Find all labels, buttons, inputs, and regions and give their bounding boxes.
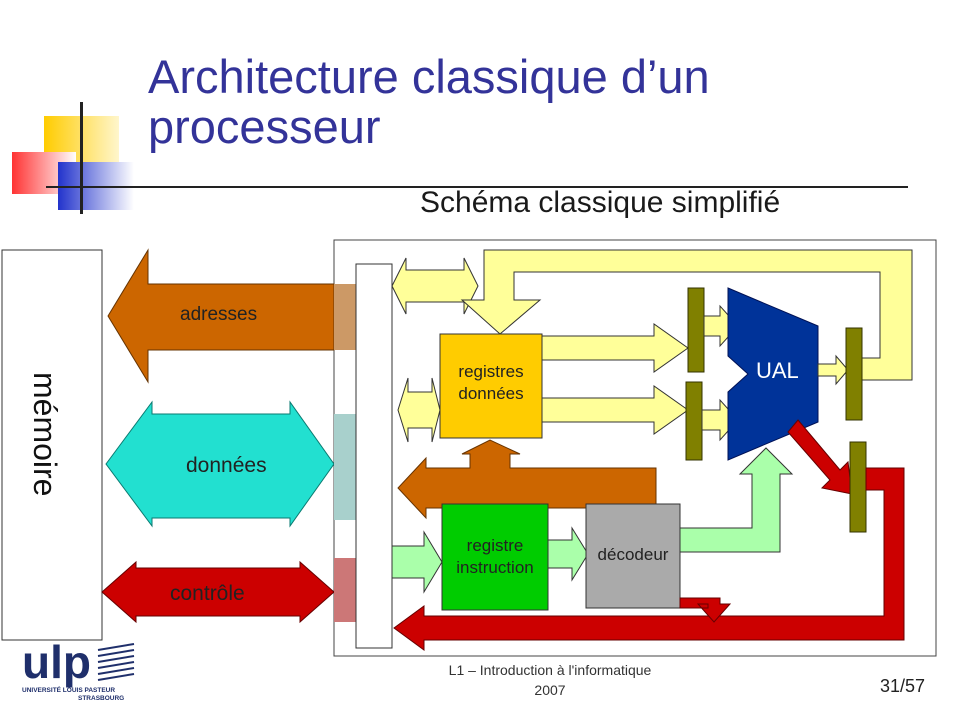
internal-bus [355, 263, 393, 649]
page-number: 31/57 [880, 676, 926, 696]
diagram-subtitle: Schéma classique simplifié [420, 186, 781, 219]
instruction-input-arrow [391, 530, 443, 594]
decoder-input-arrow [547, 526, 589, 582]
footer-course-year: 2007 [534, 682, 566, 698]
register-double-arrow [397, 377, 441, 443]
address-bus-label: adresses [180, 304, 257, 325]
decoder-label: décodeur [598, 545, 669, 564]
memory-label: mémoire [27, 372, 63, 496]
footer-course-title: L1 – Introduction à l'informatique [448, 662, 652, 678]
logo-line-2: STRASBOURG [78, 695, 124, 702]
data-bus-label: données [186, 454, 267, 477]
decoder-control-arrow [679, 597, 732, 623]
data-registers-label-2: données [458, 384, 523, 403]
alu-input-latch-1 [687, 287, 705, 373]
control-interface [334, 558, 356, 622]
instruction-register-label-2: instruction [456, 558, 533, 577]
title-underline [46, 186, 908, 188]
alu-input-latch-2 [685, 381, 703, 461]
ulp-logo: ulp UNIVERSITÉ LOUIS PASTEUR STRASBOURG [22, 636, 135, 702]
alu-output-latch [845, 327, 863, 421]
control-bus-label: contrôle [170, 582, 245, 605]
instruction-register-label-1: registre [467, 536, 524, 555]
control-return-arrow [393, 467, 905, 651]
decor-vertical-line [80, 102, 83, 214]
footer-course: L1 – Introduction à l'informatique 2007 [380, 660, 720, 700]
alu-shape [727, 287, 819, 461]
feedback-loop-arrow [460, 249, 913, 381]
alu-label: UAL [756, 358, 799, 383]
register-output-arrow-2 [541, 385, 689, 435]
instruction-register-box [441, 503, 549, 611]
logo-line-1: UNIVERSITÉ LOUIS PASTEUR [22, 685, 115, 694]
status-latch [849, 441, 867, 533]
address-interface [334, 284, 356, 350]
data-interface [334, 414, 356, 520]
alu-output-arrow [817, 354, 849, 386]
slide-title: Architecture classique d’un processeur [148, 50, 710, 153]
data-registers-box [439, 333, 543, 439]
alu-status-arrow [787, 419, 853, 495]
register-output-arrow-1 [541, 323, 689, 373]
decoder-box [585, 503, 681, 609]
data-registers-label-1: registres [458, 362, 523, 381]
decoder-alu-control-arrow [679, 447, 794, 553]
memory-box [1, 249, 103, 641]
logo-name: ulp [22, 636, 91, 688]
logo-grid-icon [97, 643, 135, 681]
top-double-arrow [391, 257, 479, 315]
